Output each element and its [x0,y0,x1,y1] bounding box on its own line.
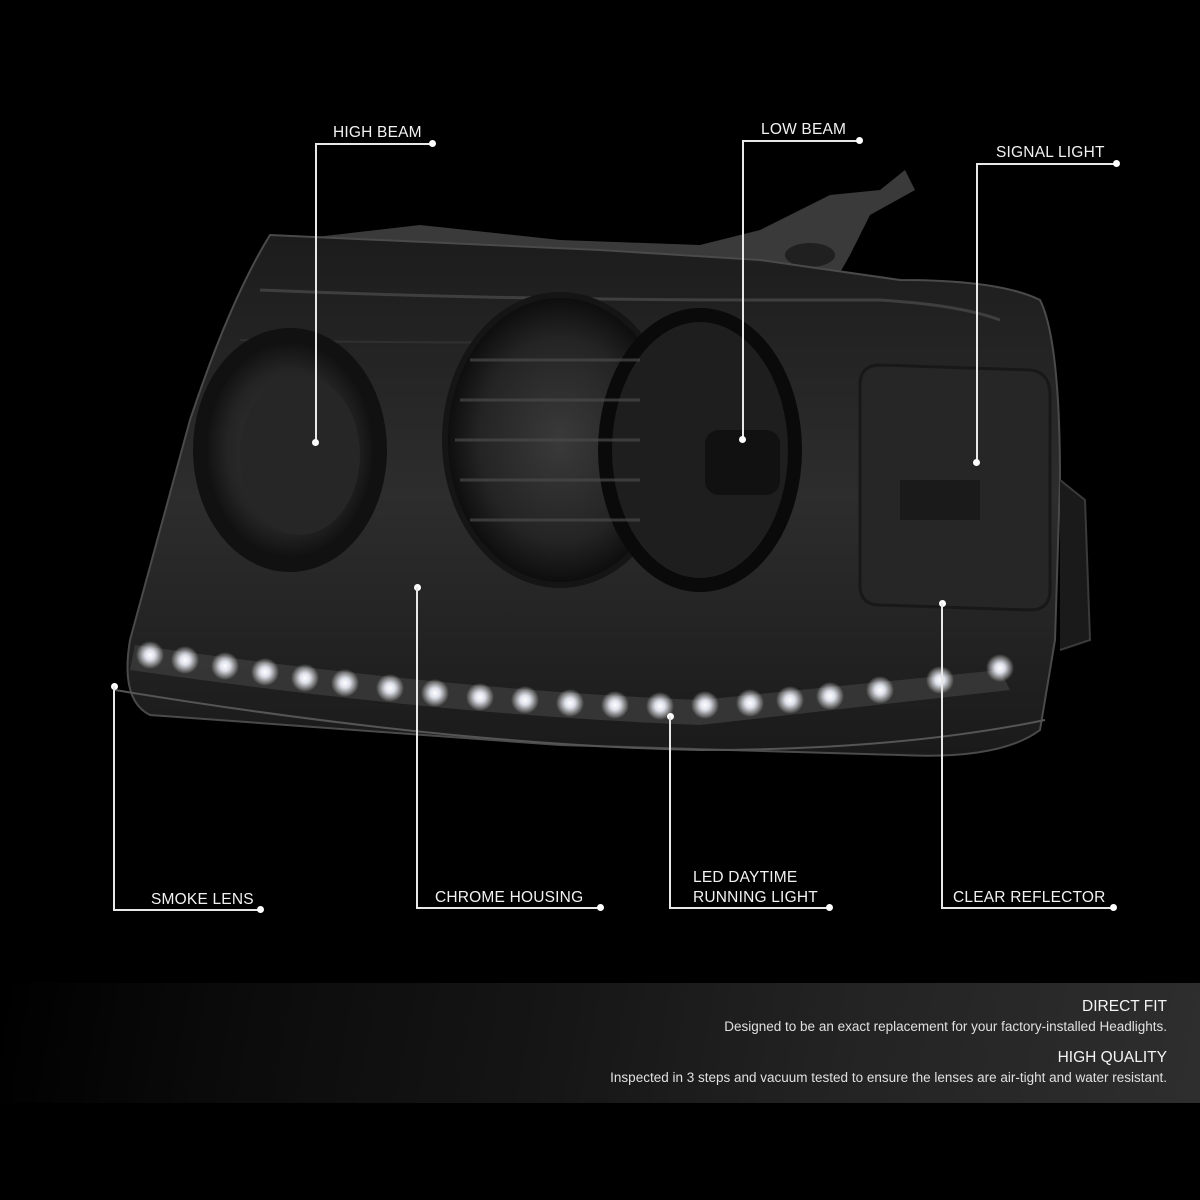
callout-line [315,143,317,443]
callout-label: LED DAYTIME [693,869,798,886]
callout-line [113,909,263,911]
callout-dot [973,459,980,466]
callout-dot [856,137,863,144]
callout-dot [429,140,436,147]
callout-line [416,587,418,908]
callout-label: CHROME HOUSING [435,889,584,906]
callout-label: LOW BEAM [761,121,847,138]
callout-line [742,140,744,440]
callout-line [669,907,830,909]
feature-description: Inspected in 3 steps and vacuum tested t… [610,1070,1167,1085]
callout-dot [597,904,604,911]
callout-line [976,163,1116,165]
feature-info-panel: DIRECT FIT Designed to be an exact repla… [0,983,1200,1103]
callout-label: CLEAR REFLECTOR [953,889,1106,906]
feature-high-quality: HIGH QUALITY Inspected in 3 steps and va… [610,1049,1167,1086]
callout-label: SMOKE LENS [151,891,254,908]
feature-title: HIGH QUALITY [1057,1049,1167,1066]
callout-dot [1113,160,1120,167]
feature-title: DIRECT FIT [1082,998,1167,1015]
led-drl-strip [136,641,1014,720]
feature-direct-fit: DIRECT FIT Designed to be an exact repla… [724,998,1167,1035]
callout-line [416,907,602,909]
callout-line [113,686,115,910]
callout-line [669,716,671,908]
callout-line [742,140,860,142]
callout-dot [312,439,319,446]
callout-dot [1110,904,1117,911]
callout-dot [739,436,746,443]
callout-label: HIGH BEAM [333,124,422,141]
callout-line [941,907,1115,909]
feature-description: Designed to be an exact replacement for … [724,1019,1167,1034]
callout-line [941,603,943,908]
callout-label: RUNNING LIGHT [693,889,818,906]
callout-label: SIGNAL LIGHT [996,144,1105,161]
callout-dot [257,906,264,913]
callout-line [976,163,978,463]
callout-line [315,143,433,145]
callout-dot [826,904,833,911]
